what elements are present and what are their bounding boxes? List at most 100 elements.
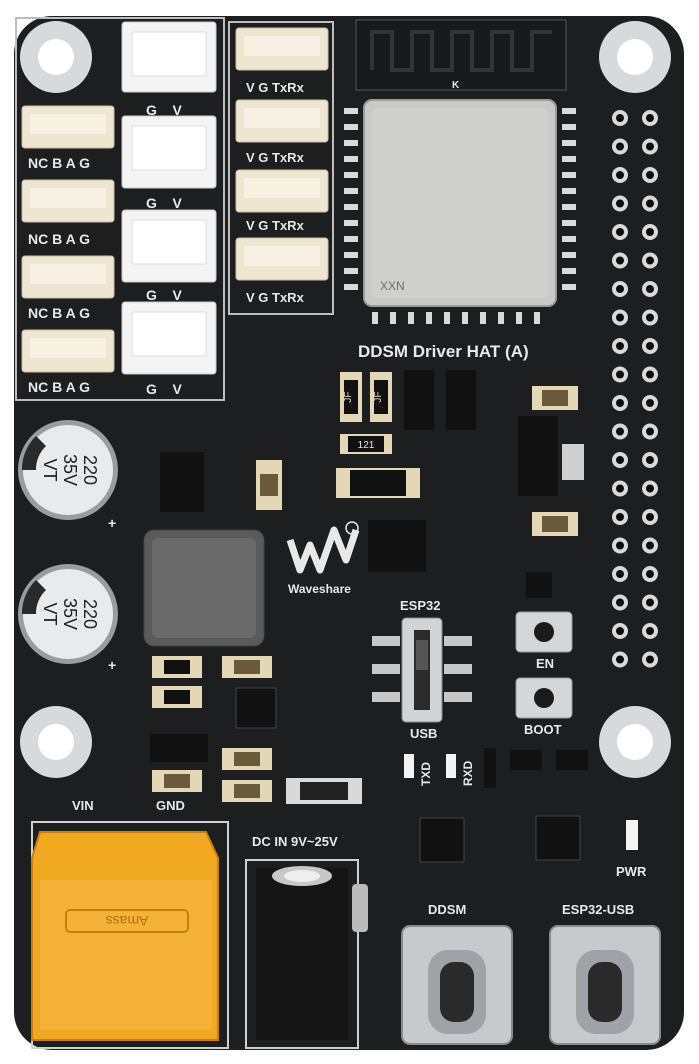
header-pin-hole xyxy=(646,484,654,493)
esp32-usb-label: ESP32-USB xyxy=(562,902,634,917)
header-pin-hole xyxy=(646,627,654,635)
header-pin-hole xyxy=(646,342,654,350)
switch-label-esp32: ESP32 xyxy=(400,598,440,613)
left-connector-frame xyxy=(15,17,225,401)
header-pin-hole xyxy=(646,399,654,407)
header-pin-hole xyxy=(616,598,624,607)
resistor-121-label: 121 xyxy=(358,440,375,451)
uart-connector-frame xyxy=(228,21,334,315)
rxd-led xyxy=(446,754,456,778)
resistor-121-body xyxy=(348,436,384,452)
header-pin-hole xyxy=(616,228,624,236)
header-pin-hole xyxy=(616,114,624,122)
header-pin-hole xyxy=(646,598,654,607)
xt60-connector xyxy=(31,831,219,1041)
header-pin-hole xyxy=(616,313,624,322)
jf-label-1: JF xyxy=(343,391,354,402)
antenna-mark: K xyxy=(452,80,460,91)
header-pin-hole xyxy=(616,570,624,578)
header-pin-hole xyxy=(646,199,654,208)
txd-label: TXD xyxy=(419,762,433,786)
header-pin-hole xyxy=(616,513,624,521)
uart-connector-3 xyxy=(235,169,329,213)
smd-components xyxy=(150,370,588,863)
ddsm-label: DDSM xyxy=(428,902,466,917)
nc-label-2: NC B A G xyxy=(28,231,90,247)
header-pin-hole xyxy=(646,114,654,122)
xt60-brand: Amass xyxy=(106,913,149,929)
header-pin-hole xyxy=(646,285,654,293)
gnd-label: GND xyxy=(156,798,185,813)
header-pin-hole xyxy=(616,199,624,208)
mounting-hole-top-right xyxy=(599,21,671,93)
capacitor-1-line3: VT xyxy=(40,458,60,481)
uart-label-3: V G TxRx xyxy=(246,218,305,233)
pwr-label: PWR xyxy=(616,864,647,879)
header-pin-hole xyxy=(616,342,624,350)
gv-label-1: G V xyxy=(146,102,182,118)
nc-connector-2 xyxy=(21,179,115,223)
antenna-trace xyxy=(370,30,552,72)
capacitor-1-line2: 35V xyxy=(60,454,80,486)
nc-label-1: NC B A G xyxy=(28,155,90,171)
gv-label-3: G V xyxy=(146,287,182,303)
header-pin-hole xyxy=(646,456,654,464)
nc-connector-4 xyxy=(21,329,115,373)
switch-label-usb: USB xyxy=(410,726,437,741)
header-pin-hole xyxy=(616,484,624,493)
header-pin-hole xyxy=(646,142,654,151)
header-pin-hole xyxy=(616,456,624,464)
mounting-hole-bottom-left xyxy=(20,706,92,778)
gv-label-2: G V xyxy=(146,195,182,211)
mounting-hole-bottom-right xyxy=(599,706,671,778)
header-pin-hole xyxy=(616,370,624,379)
module-pads xyxy=(344,108,576,324)
header-pin-hole xyxy=(646,313,654,322)
dc-barrel-jack xyxy=(245,859,368,1049)
header-pin-hole xyxy=(646,228,654,236)
pwr-led xyxy=(626,820,638,850)
jf-part-2 xyxy=(370,372,392,422)
mounting-hole-top-left xyxy=(20,21,92,93)
header-pin-hole xyxy=(616,655,624,664)
capacitor-2: 220 35V VT xyxy=(18,564,118,664)
header-pin-hole xyxy=(646,655,654,664)
capacitor-1: 220 35V VT xyxy=(18,420,118,520)
capacitor-2-line1: 220 xyxy=(80,599,100,629)
header-pin-hole xyxy=(616,256,624,265)
capacitor-2-line3: VT xyxy=(40,602,60,625)
header-pin-hole xyxy=(616,541,624,550)
nc-connector-1 xyxy=(21,105,115,149)
header-pin-hole xyxy=(616,285,624,293)
en-button-cap xyxy=(534,622,554,642)
ddsm-usb-c-port[interactable] xyxy=(401,925,513,1045)
esp32-usb-c-port[interactable] xyxy=(549,925,661,1045)
uart-label-4: V G TxRx xyxy=(246,290,305,305)
header-pin-hole xyxy=(616,171,624,179)
inductor-top xyxy=(152,538,256,638)
capacitor-1-line1: 220 xyxy=(80,455,100,485)
capacitor-2-plus: + xyxy=(108,657,116,673)
rxd-label: RXD xyxy=(461,760,475,786)
header-pin-hole xyxy=(646,370,654,379)
header-pin-hole xyxy=(646,570,654,578)
board-title: DDSM Driver HAT (A) xyxy=(358,342,529,361)
brand-name: Waveshare xyxy=(288,582,351,596)
jf-part-1 xyxy=(340,372,362,422)
dc-in-label: DC IN 9V~25V xyxy=(252,834,338,849)
header-pin-hole xyxy=(646,256,654,265)
gpio-header xyxy=(612,110,658,668)
header-pin-hole xyxy=(616,427,624,436)
boot-switch-knob xyxy=(416,640,428,670)
en-button-label: EN xyxy=(536,656,554,671)
gv-connector-1 xyxy=(121,21,217,93)
module-label: XXN xyxy=(380,279,405,293)
capacitor-1-plus: + xyxy=(108,515,116,531)
uart-connector-2 xyxy=(235,99,329,143)
nc-label-3: NC B A G xyxy=(28,305,90,321)
esp32-module-shield-inner xyxy=(372,108,548,298)
header-pin-hole xyxy=(616,399,624,407)
uart-label-1: V G TxRx xyxy=(246,80,305,95)
gv-connector-4 xyxy=(121,301,217,375)
